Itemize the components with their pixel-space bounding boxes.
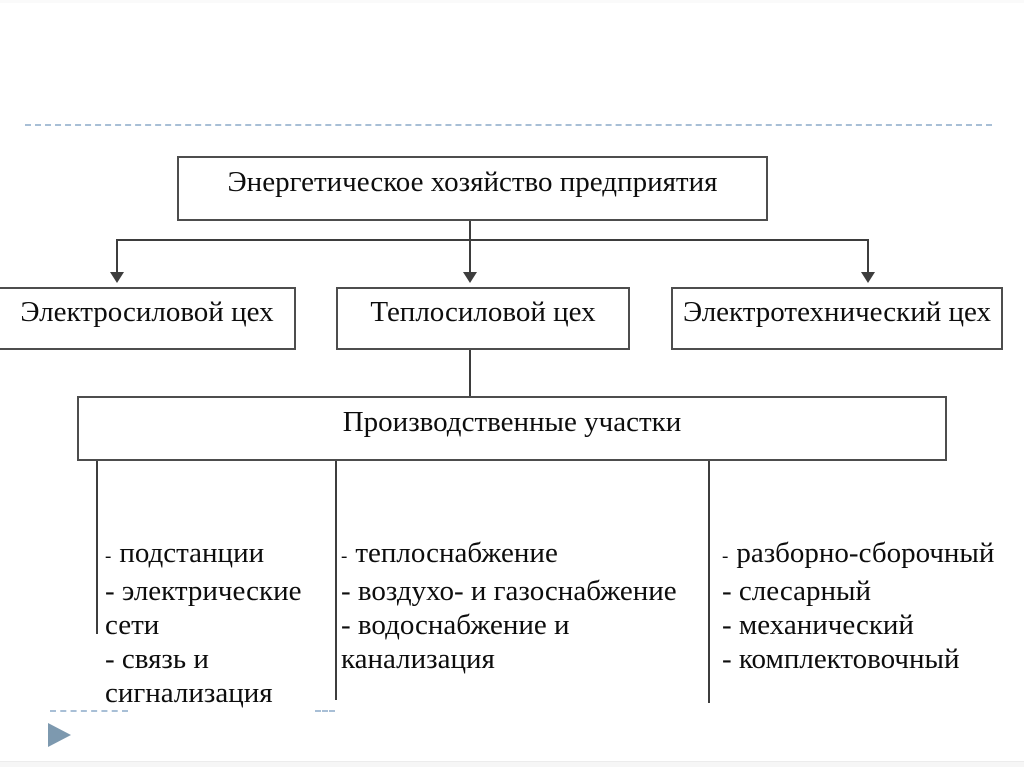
- list-item: - механический: [722, 609, 914, 641]
- list-item: -теплоснабжение: [341, 537, 558, 569]
- org-node-label: Производственные участки: [342, 406, 682, 438]
- connector-root-stem: [469, 221, 471, 241]
- arrow-down-icon: [110, 272, 124, 283]
- org-node-electric-power-shop: Электросиловой цех: [0, 287, 296, 350]
- connector-distribution-line: [116, 239, 869, 241]
- org-node-label: Электросиловой цех: [20, 296, 274, 328]
- org-node-electrotechnical-shop: Электротехнический цех: [671, 287, 1003, 350]
- list-item: -разборно-сборочный: [722, 537, 995, 569]
- org-node-label: Электротехнический цех: [682, 296, 992, 328]
- bottom-dashed-segment: [315, 710, 335, 712]
- section-stem-2: [335, 461, 337, 700]
- arrow-down-icon: [463, 272, 477, 283]
- top-dashed-divider: [25, 124, 992, 126]
- list-item: сети: [105, 609, 160, 641]
- connector-middle-to-sections: [469, 350, 471, 397]
- list-item: - электрические: [105, 575, 302, 607]
- list-item: - слесарный: [722, 575, 871, 607]
- list-item: -подстанции: [105, 537, 265, 569]
- top-edge-strip: [0, 0, 1024, 3]
- list-item: - связь и: [105, 643, 209, 675]
- list-item: - воздухо- и газоснабжение: [341, 575, 677, 607]
- connector-right-stem: [867, 239, 869, 273]
- bottom-edge-strip: [0, 761, 1024, 767]
- arrow-down-icon: [861, 272, 875, 283]
- section-list-electric: -подстанции - электрические сети - связь…: [105, 536, 337, 710]
- org-node-label: Теплосиловой цех: [370, 296, 596, 328]
- org-node-root: Энергетическое хозяйство предприятия: [177, 156, 768, 221]
- list-item: сигнализация: [105, 677, 273, 709]
- list-item: канализация: [341, 643, 495, 675]
- section-stem-3: [708, 461, 710, 703]
- list-item: - комплектовочный: [722, 643, 960, 675]
- section-list-assembly: -разборно-сборочный - слесарный - механи…: [722, 536, 1012, 676]
- section-list-heat: -теплоснабжение - воздухо- и газоснабжен…: [341, 536, 703, 676]
- play-triangle-icon: [48, 723, 71, 747]
- list-item: - водоснабжение и: [341, 609, 570, 641]
- org-node-root-label: Энергетическое хозяйство предприятия: [227, 166, 718, 198]
- org-node-production-sections: Производственные участки: [77, 396, 947, 461]
- connector-center-stem: [469, 239, 471, 273]
- bottom-dashed-segment: [50, 710, 128, 712]
- org-node-heat-power-shop: Теплосиловой цех: [336, 287, 630, 350]
- connector-left-stem: [116, 239, 118, 273]
- section-stem-1: [96, 461, 98, 634]
